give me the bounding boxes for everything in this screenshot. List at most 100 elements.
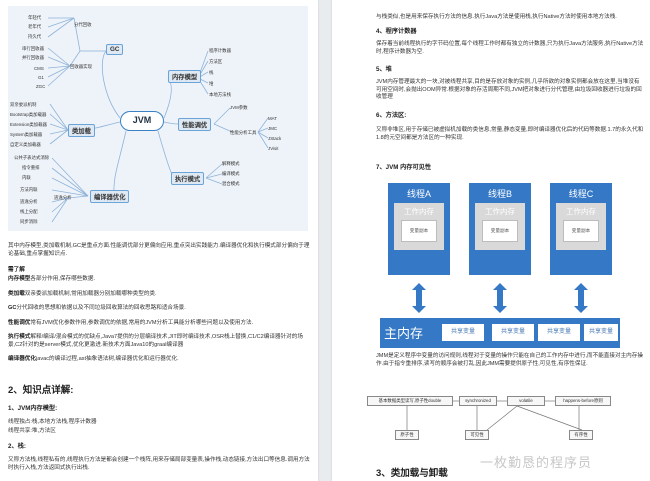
mm-compile-item: 方法内联 <box>20 187 38 192</box>
mm-gc-sub: 回收器实现 <box>70 64 92 69</box>
shared-variable: 共享变量 <box>492 324 534 341</box>
subsection-heading: 7、JVM 内存可见性 <box>376 164 432 171</box>
mm-compile-item: 栈上分配 <box>20 209 38 214</box>
body-paragraph: JVM内存管理最大的一块,对被线程共享,目的是存放对象的实例,几乎所欲的对象实例… <box>376 79 642 101</box>
thread-box: 线程A 工作内存 变量副本 <box>388 183 450 275</box>
mm-compile-item: 公共子表达式消除 <box>14 155 50 160</box>
need-item: 类加载双亲委派加载机制,常用加载器分别加载哪种类型的类. <box>8 291 157 297</box>
mm-perf-item: JVisit <box>268 146 279 151</box>
mm-gc-sub: 分代回收 <box>74 22 92 27</box>
mm-memory-item: 方法区 <box>209 59 223 64</box>
thread-title: 线程A <box>406 189 431 199</box>
need-item: 编译器优化javac的编译过程,ast抽象语法树,编译器优化和运行器优化. <box>8 356 179 362</box>
mm-class-item: 双亲委派机制 <box>10 102 37 107</box>
mm-perf-item: JMC <box>268 126 278 131</box>
mm-perf-item: JVM参数 <box>230 105 248 110</box>
subsection-heading: 2、栈: <box>8 443 26 450</box>
flow-box: 基本数据类型读写,原子性double <box>367 396 453 406</box>
mm-compile-sub: 逃逸分析 <box>54 195 72 200</box>
variable-copy: 变量副本 <box>482 220 518 242</box>
mm-class-item: 自定义类加载器 <box>10 142 41 147</box>
body-line: 线程独占:栈,本地方法栈,程序计数器 <box>8 419 97 425</box>
intro-paragraph: 其中内存模型,类加载机制,GC是重点方面.性能调优部分更偏向应用,重点突出实践能… <box>8 243 310 257</box>
shared-variable: 共享变量 <box>538 324 580 341</box>
thread-title: 线程C <box>568 189 594 199</box>
body-paragraph: 又称非堆区,用于存储已被虚拟机加载的类信息,常量,静态变量,即时编译器优化后的代… <box>376 127 644 141</box>
shared-variable: 共享变量 <box>584 324 618 341</box>
working-memory: 工作内存 变量副本 <box>556 203 606 250</box>
main-memory: 主内存 共享变量 共享变量 共享变量 共享变量 <box>380 318 620 348</box>
working-memory: 工作内存 变量副本 <box>394 203 444 250</box>
body-paragraph: 与栈类似,也是用来保存执行方法的信息.执行Java方法是使用栈,执行Native… <box>376 14 617 20</box>
mm-memory-item: 程序计数器 <box>209 48 231 53</box>
document-page-right: 与栈类似,也是用来保存执行方法的信息.执行Java方法是使用栈,执行Native… <box>332 0 650 481</box>
branch-class-loading: 类加载 <box>68 124 95 137</box>
mm-memory-item: 栈 <box>209 70 214 75</box>
thread-title: 线程B <box>487 189 512 199</box>
body-paragraph: 又称方法栈,线程私有的,线程执行方法是都会创建一个栈阵,用来存储局部变量表,操作… <box>8 457 310 471</box>
variable-copy: 变量副本 <box>401 220 437 242</box>
variable-copy: 变量副本 <box>563 220 599 242</box>
flow-connectors <box>406 400 583 431</box>
need-item: GC分代回收的思想和依据以及不同垃圾回收算法的回收思路和适合场景. <box>8 305 186 311</box>
need-item: 执行模式解释/编译/混合模式的优缺点,Java7提供的分层编译技术,JIT即时编… <box>8 334 303 348</box>
need-heading: 需了解 <box>8 267 25 273</box>
body-paragraph: 保存着当前线程执行的字节码位置,每个线程工作时都有独立的计数器,只为执行Java… <box>376 41 644 55</box>
mm-exec-item: 混合模式 <box>222 181 240 186</box>
mm-exec-item: 解释模式 <box>222 161 240 166</box>
working-memory-label: 工作内存 <box>485 207 515 216</box>
mm-gc-item: 串行回收器 <box>22 46 44 51</box>
double-arrow-icon <box>493 283 507 313</box>
branch-exec-mode: 执行模式 <box>171 172 205 185</box>
mm-exec-item: 编译模式 <box>222 171 240 176</box>
mindmap-root: JVM <box>120 111 164 131</box>
mindmap-connectors <box>47 17 269 223</box>
mm-class-item: Extension类加载器 <box>10 122 47 127</box>
subsection-heading: 5、堆 <box>376 66 392 73</box>
watermark-text: 一枚勤恳的程序员 <box>480 455 593 470</box>
working-memory-label: 工作内存 <box>404 207 434 216</box>
branch-memory-model: 内存模型 <box>168 70 202 83</box>
mm-gc-item: CMS <box>34 66 44 71</box>
subsection-heading: 6、方法区: <box>376 112 407 119</box>
branch-compiler-opt: 编译器优化 <box>90 190 130 203</box>
mm-class-item: Bootstrap类加载器 <box>10 112 47 117</box>
section-heading: 3、类加载与卸载 <box>376 468 448 479</box>
document-page-left: JVM GC 内存模型 性能调优 类加载 执行模式 编译器优化 年轻代 老年代 … <box>0 0 318 481</box>
mm-gc-item: 老年代 <box>28 24 42 29</box>
flow-box: synchronized <box>459 396 497 406</box>
double-arrow-icon <box>574 283 588 313</box>
mm-perf-sub: 性能分析工具 <box>230 130 257 135</box>
need-item: 性能调优常有JVM优化参数作用,参数调优的依据,常用的JVM分析工具能分析哪些问… <box>8 320 254 326</box>
mm-gc-item: ZGC <box>36 84 46 89</box>
mm-compile-item: 指令重排 <box>22 165 40 170</box>
mm-memory-item: 本地方法栈 <box>209 92 231 97</box>
mm-perf-item: MAT <box>268 116 277 121</box>
mm-compile-item: 逃逸分析 <box>20 199 38 204</box>
mm-memory-item: 堆 <box>209 81 214 86</box>
branch-perf-tuning: 性能调优 <box>178 118 212 131</box>
flow-box: happens-before原则 <box>555 396 611 406</box>
flow-box: volatile <box>507 396 545 406</box>
body-paragraph: JMM是定义程序中变量的访问规则,线程对于变量的操作只能在自己的工作内存中进行,… <box>376 353 643 367</box>
mm-gc-item: G1 <box>38 75 44 80</box>
thread-box: 线程C 工作内存 变量副本 <box>550 183 612 275</box>
shared-variable: 共享变量 <box>442 324 484 341</box>
thread-box: 线程B 工作内存 变量副本 <box>469 183 531 275</box>
memory-visibility-diagram: 线程A 工作内存 变量副本 线程B 工作内存 变量副本 线程C 工作内存 变量副… <box>380 183 620 348</box>
flow-result-box: 原子性 <box>395 430 419 440</box>
main-memory-label: 主内存 <box>384 326 424 341</box>
mm-compile-item: 同步消除 <box>20 219 38 224</box>
jvm-mindmap: JVM GC 内存模型 性能调优 类加载 执行模式 编译器优化 年轻代 老年代 … <box>8 6 308 231</box>
flow-result-box: 有序性 <box>569 430 593 440</box>
mm-gc-item: 年轻代 <box>28 15 42 20</box>
jmm-guarantee-diagram: 基本数据类型读写,原子性double synchronized volatile… <box>367 396 627 446</box>
mm-compile-item: 内联 <box>22 175 31 180</box>
subsection-heading: 1、JVM内存模型: <box>8 405 58 412</box>
mm-gc-item: 并行回收器 <box>22 55 44 60</box>
working-memory-label: 工作内存 <box>566 207 596 216</box>
mm-perf-item: JStack <box>268 136 282 141</box>
need-item: 内存模型各部分作用,保存哪些数据. <box>8 276 96 282</box>
mm-gc-item: 持久代 <box>28 34 42 39</box>
subsection-heading: 4、程序计数器 <box>376 28 417 35</box>
